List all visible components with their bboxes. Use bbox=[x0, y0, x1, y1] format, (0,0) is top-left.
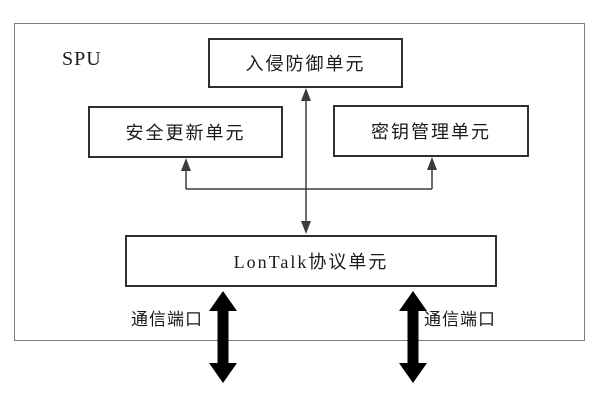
communication-port-label-right: 通信端口 bbox=[424, 310, 496, 329]
communication-port-label-left: 通信端口 bbox=[131, 310, 203, 329]
node-intrusion-prevention-unit: 入侵防御单元 bbox=[208, 38, 403, 88]
spu-container-label: SPU bbox=[62, 48, 102, 70]
spu-container-box bbox=[14, 23, 585, 341]
node-lontalk-protocol-unit: LonTalk协议单元 bbox=[125, 235, 497, 287]
node-key-management-unit: 密钥管理单元 bbox=[333, 105, 529, 157]
node-security-update-unit: 安全更新单元 bbox=[88, 106, 283, 158]
